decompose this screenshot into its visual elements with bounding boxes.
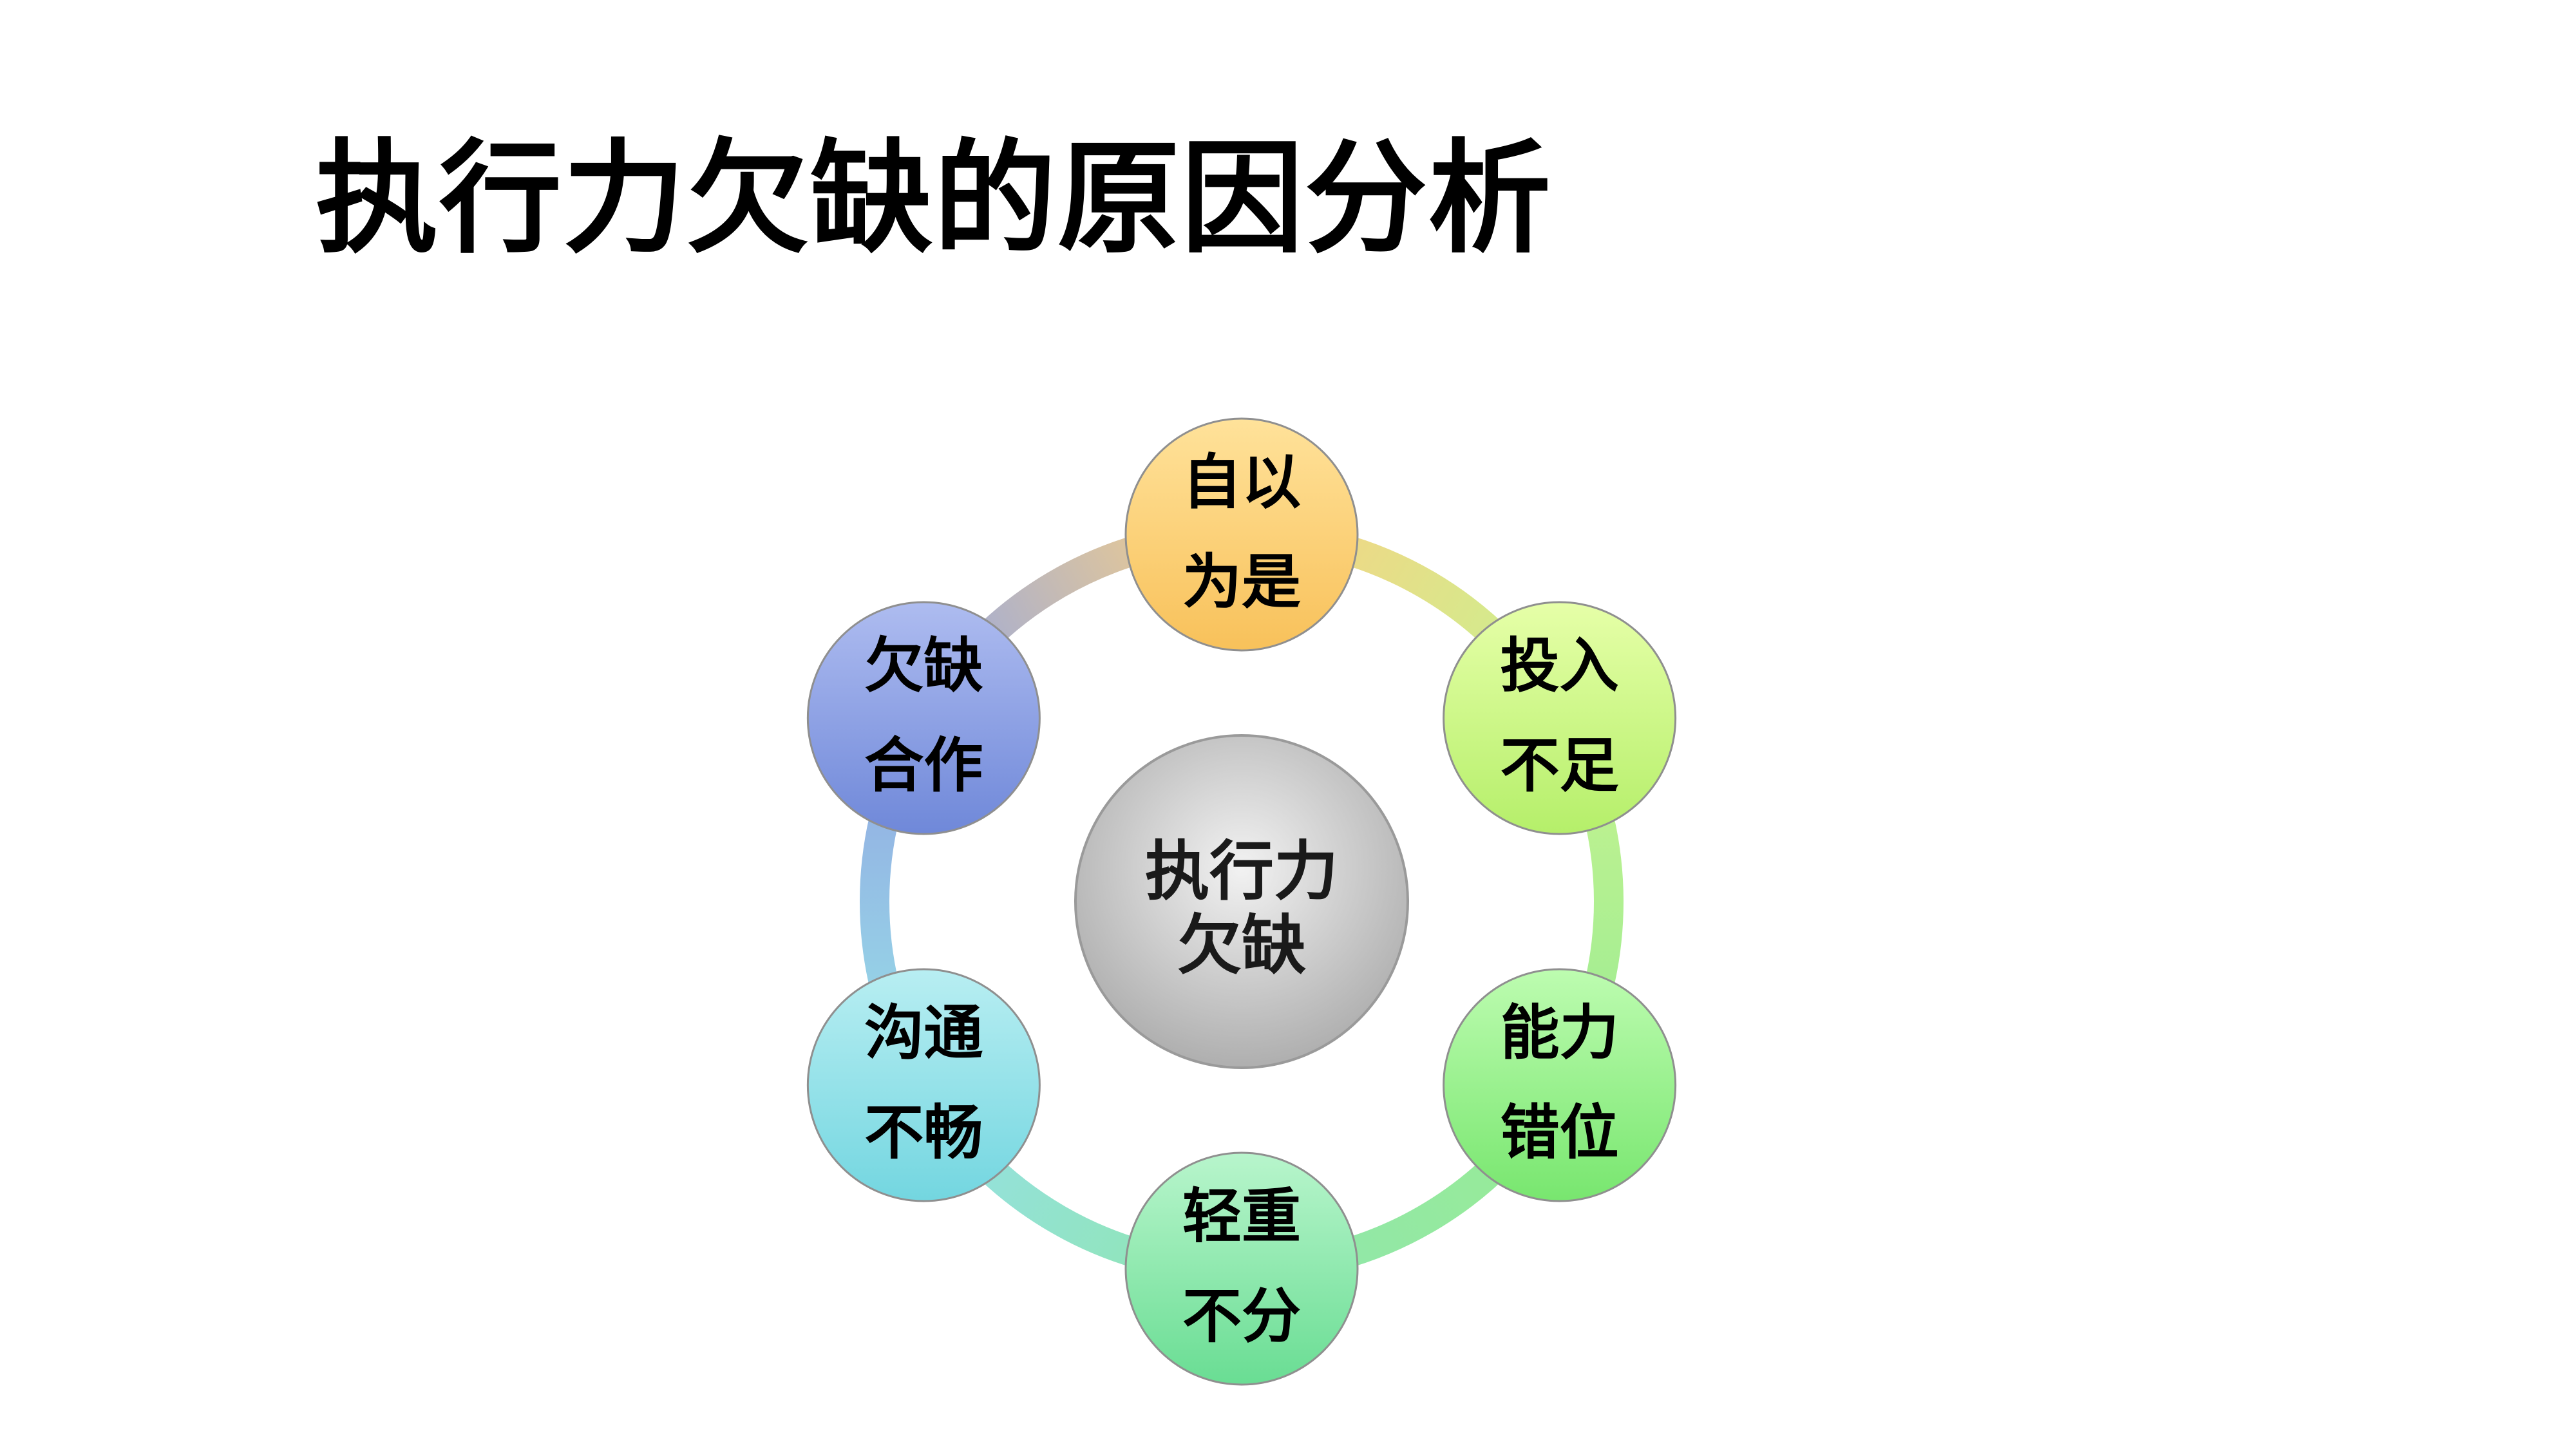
cause-node-label-line1: 沟通 xyxy=(864,998,983,1067)
cause-node-circle xyxy=(1124,417,1359,652)
center-node: 执行力 欠缺 xyxy=(1074,734,1409,1069)
cause-node-circle xyxy=(1443,601,1677,835)
cause-node-label-line1: 能力 xyxy=(1501,998,1619,1067)
cause-node-label-line1: 欠缺 xyxy=(864,631,983,700)
cause-node-label-line2: 不分 xyxy=(1182,1282,1301,1350)
cause-node-label-line1: 自以 xyxy=(1182,448,1301,516)
center-circle xyxy=(1074,734,1409,1069)
cause-node-label-line2: 不畅 xyxy=(864,1098,983,1167)
cause-node-circle xyxy=(806,968,1041,1202)
cause-node-label-line2: 不足 xyxy=(1501,731,1619,800)
cause-node-label-line2: 合作 xyxy=(864,731,983,800)
center-label-line1: 执行力 xyxy=(1145,833,1338,909)
cause-node-label-line1: 轻重 xyxy=(1182,1182,1301,1251)
cause-node-label-line1: 投入 xyxy=(1501,631,1619,700)
cause-node-circle xyxy=(806,601,1041,835)
cause-node-label-line2: 为是 xyxy=(1182,547,1301,616)
slide-title: 执行力欠缺的原因分析 xyxy=(316,128,1553,270)
center-label-line2: 欠缺 xyxy=(1177,907,1306,983)
cause-node-label-line2: 错位 xyxy=(1501,1098,1619,1167)
cause-node-circle xyxy=(1124,1151,1359,1386)
cause-node-circle xyxy=(1443,968,1677,1202)
